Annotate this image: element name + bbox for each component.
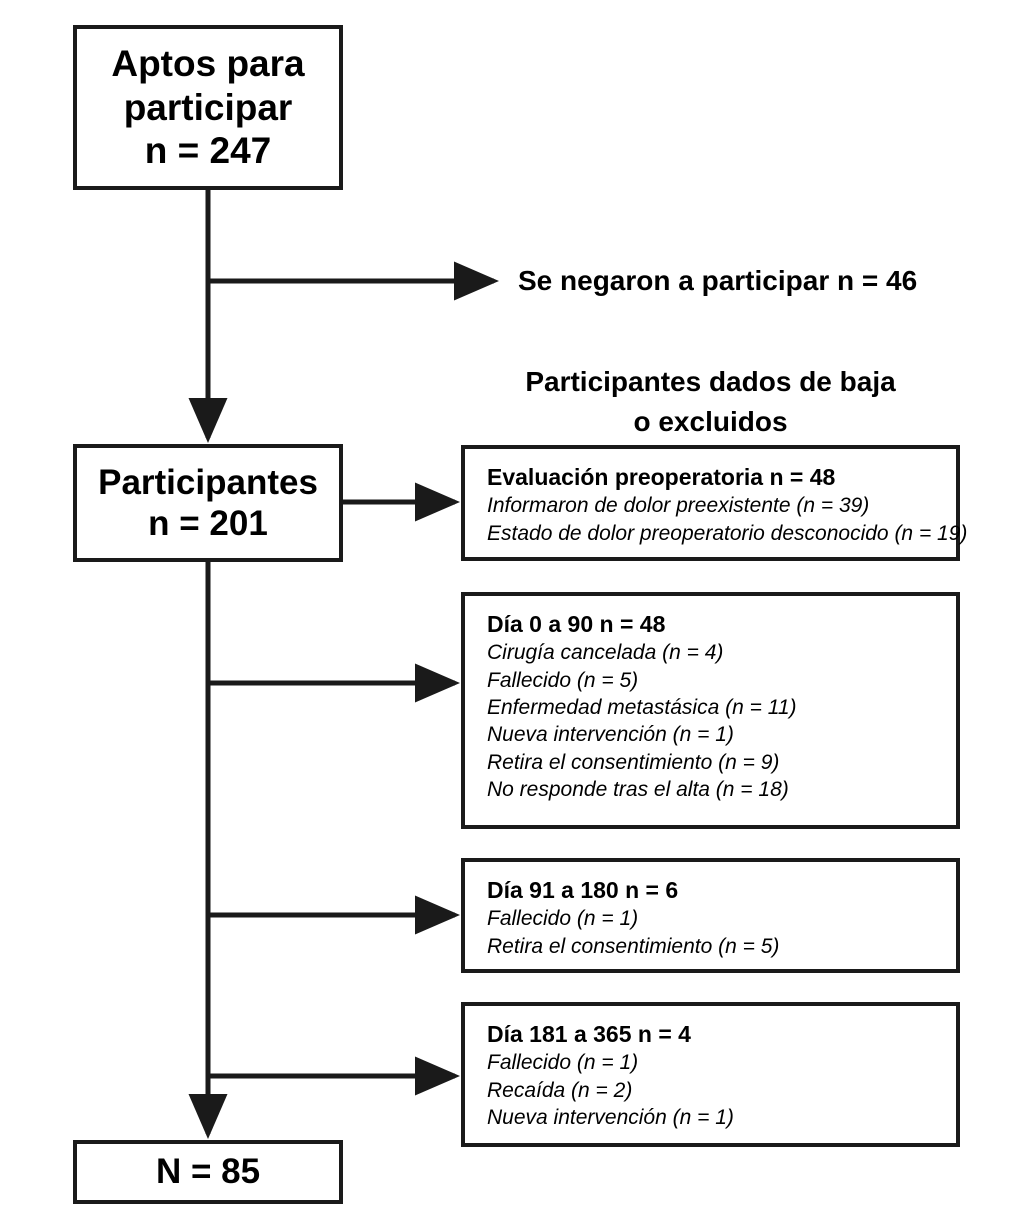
exclusion-item: Enfermedad metastásica (n = 11): [487, 696, 797, 720]
exclusion-item: Recaída (n = 2): [487, 1078, 633, 1102]
node-exclusion-day-91-180: Día 91 a 180 n = 6 Fallecido (n = 1) Ret…: [461, 858, 960, 973]
exclusion-item: Retira el consentimiento (n = 9): [487, 750, 780, 774]
node-participants: Participantes n = 201: [73, 444, 343, 562]
node-eligible: Aptos para participar n = 247: [73, 25, 343, 190]
node-exclusion-day-181-365: Día 181 a 365 n = 4 Fallecido (n = 1) Re…: [461, 1002, 960, 1147]
exclusion-title: Día 181 a 365 n = 4: [487, 1021, 691, 1047]
exclusion-item: Informaron de dolor preexistente (n = 39…: [487, 494, 870, 518]
node-final-line-1: N = 85: [155, 1152, 261, 1192]
heading-excluded-line-1: Participantes dados de baja: [525, 366, 896, 397]
exclusion-item: No responde tras el alta (n = 18): [487, 777, 789, 801]
exclusion-item: Fallecido (n = 5): [487, 668, 639, 692]
exclusion-title: Día 0 a 90 n = 48: [487, 611, 666, 637]
node-participants-line-1: Participantes: [98, 462, 318, 502]
exclusion-item: Cirugía cancelada (n = 4): [487, 641, 724, 665]
exclusion-item: Fallecido (n = 1): [487, 1051, 639, 1075]
exclusion-item: Nueva intervención (n = 1): [487, 1106, 734, 1130]
exclusion-title: Evaluación preoperatoria n = 48: [487, 464, 836, 490]
node-exclusion-preop: Evaluación preoperatoria n = 48 Informar…: [461, 445, 968, 561]
node-eligible-line-3: n = 247: [144, 130, 272, 172]
exclusion-item: Estado de dolor preoperatorio desconocid…: [487, 521, 968, 545]
node-eligible-line-2: participar: [123, 86, 293, 128]
exclusion-title: Día 91 a 180 n = 6: [487, 877, 679, 903]
heading-excluded-participants: Participantes dados de baja o excluidos: [461, 362, 960, 442]
exclusion-item: Fallecido (n = 1): [487, 907, 639, 931]
node-final-sample: N = 85: [73, 1140, 343, 1204]
node-eligible-line-1: Aptos para: [111, 43, 305, 85]
exclusion-item: Nueva intervención (n = 1): [487, 723, 734, 747]
exclusion-item: Retira el consentimiento (n = 5): [487, 934, 780, 958]
node-exclusion-day-0-90: Día 0 a 90 n = 48 Cirugía cancelada (n =…: [461, 592, 960, 829]
label-refused-participation: Se negaron a participar n = 46: [518, 265, 918, 296]
node-participants-line-2: n = 201: [148, 504, 268, 543]
heading-excluded-line-2: o excluidos: [633, 405, 788, 437]
